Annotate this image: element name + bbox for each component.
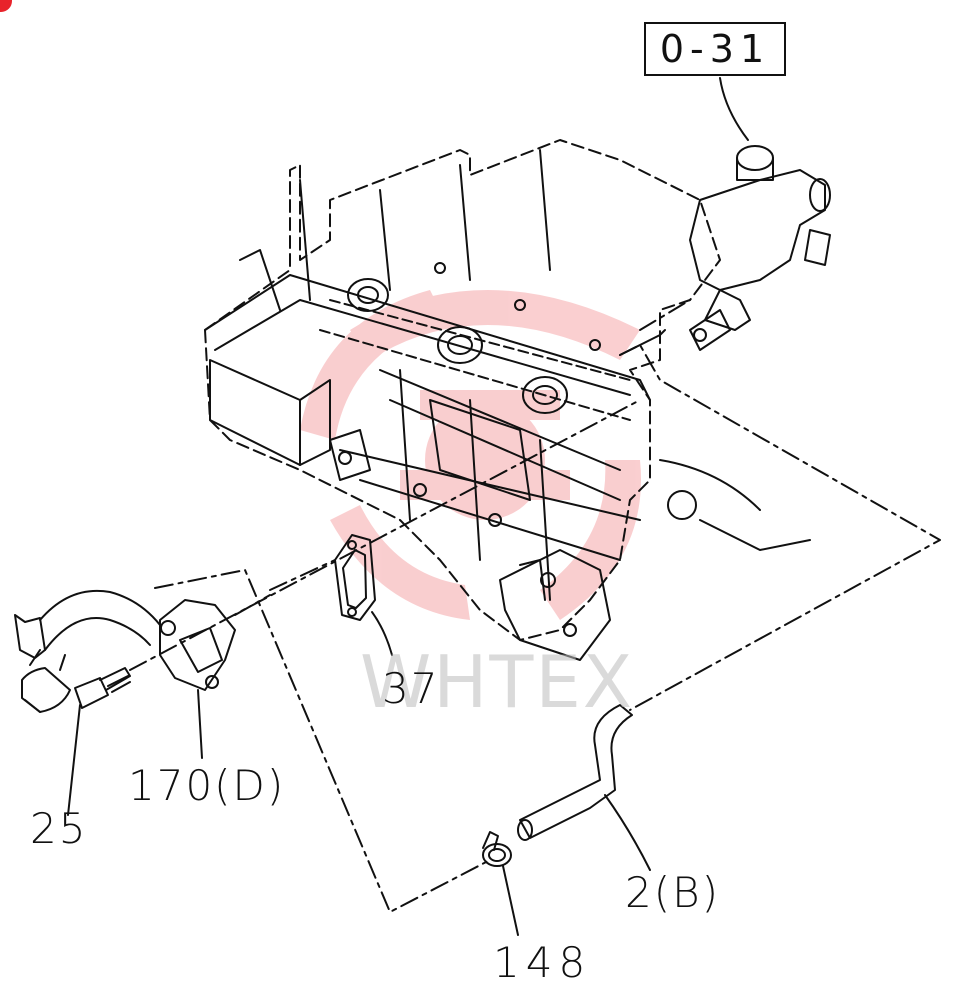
callout-gasket: 37: [382, 664, 440, 713]
watermark-text: WHTEX: [360, 640, 635, 724]
callout-bolt: 25: [30, 804, 88, 853]
reference-label: 0-31: [659, 27, 771, 71]
callout-pipe: 170(D): [128, 761, 286, 810]
thermostat-housing: [689, 145, 831, 351]
callout-clamp: 148: [493, 938, 592, 987]
reference-box[interactable]: 0-31: [644, 22, 786, 76]
bolt-25: [67, 667, 131, 816]
watermark-logo-icon: [300, 290, 641, 620]
reference-leader: [719, 77, 749, 141]
engine-block: [204, 139, 811, 661]
clamp-148: [482, 831, 519, 936]
hose-2b: [517, 704, 651, 871]
callout-hose: 2(B): [625, 868, 720, 917]
water-pipe-170d: [14, 589, 236, 759]
